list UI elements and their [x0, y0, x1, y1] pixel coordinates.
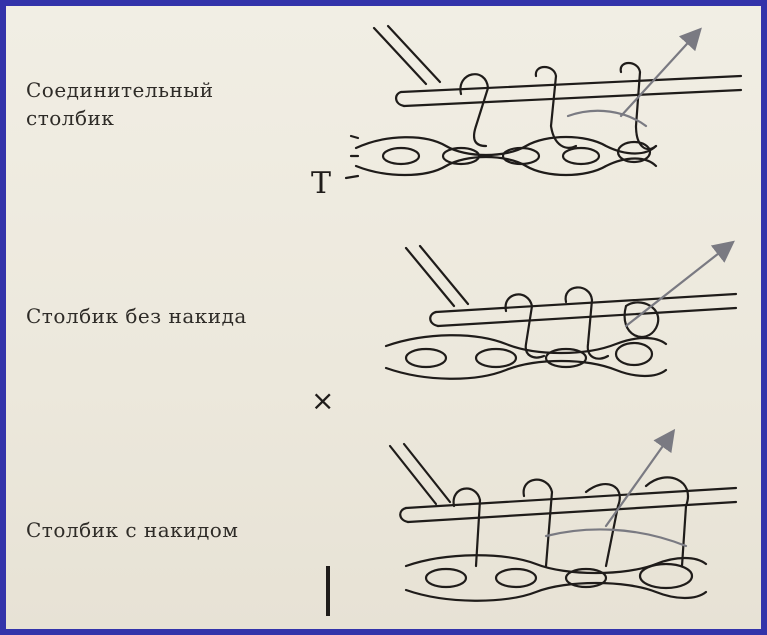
- crochet-stitch-diagram: Соединительный столбик T Столбик без нак…: [6, 6, 761, 629]
- crochet-hook-icon: [374, 26, 741, 106]
- double-crochet-illustration: [390, 436, 736, 601]
- stitch-loops: [454, 477, 688, 566]
- slip-stitch-illustration: [346, 26, 741, 178]
- crochet-hook-icon: [406, 246, 736, 326]
- chain-row: [406, 555, 706, 601]
- stitch-illustrations: [6, 6, 761, 629]
- single-crochet-illustration: [386, 246, 736, 379]
- stitch-loops: [506, 287, 659, 358]
- chain-row: [346, 136, 656, 178]
